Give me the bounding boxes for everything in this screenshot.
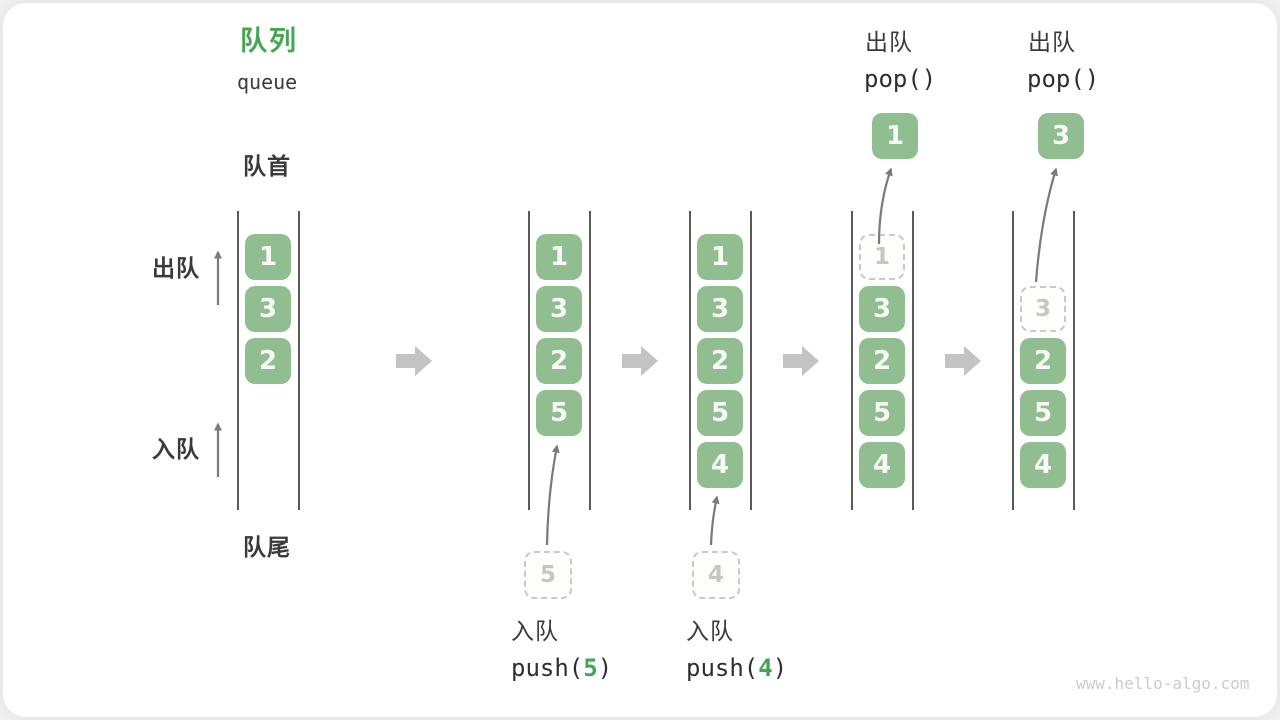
page-title: 队列 bbox=[240, 26, 298, 56]
popped-box: 1 bbox=[872, 113, 918, 159]
queue-box: 2 bbox=[1020, 338, 1066, 384]
op-enqueue-code: push(4) bbox=[686, 656, 787, 680]
op-dequeue-code: pop() bbox=[1027, 65, 1100, 93]
queue-box: 1 bbox=[536, 234, 582, 280]
queue-rail-line bbox=[589, 211, 591, 510]
queue-box: 4 bbox=[697, 442, 743, 488]
queue-rail-line bbox=[689, 211, 691, 510]
queue-box: 4 bbox=[859, 442, 905, 488]
queue-box: 5 bbox=[536, 390, 582, 436]
code-fn: push( bbox=[686, 654, 759, 682]
code-close: ) bbox=[772, 654, 788, 682]
queue-box: 4 bbox=[1020, 442, 1066, 488]
op-enqueue-code: push(5) bbox=[511, 656, 612, 680]
popped-box: 3 bbox=[1038, 113, 1084, 159]
op-dequeue-code: pop() bbox=[864, 65, 937, 93]
code-arg: 4 bbox=[758, 654, 773, 682]
op-enqueue-label: 入队 bbox=[511, 618, 559, 644]
queue-box: 3 bbox=[697, 286, 743, 332]
queue-box: 2 bbox=[697, 338, 743, 384]
queue-box: 2 bbox=[245, 338, 291, 384]
code-arg: 5 bbox=[583, 654, 598, 682]
queue-box: 3 bbox=[859, 286, 905, 332]
queue-box: 3 bbox=[536, 286, 582, 332]
queue-rail-line bbox=[1012, 211, 1014, 510]
label-queue-rear: 队尾 bbox=[243, 534, 291, 560]
label-queue-front: 队首 bbox=[243, 153, 291, 179]
queue-rail-line bbox=[851, 211, 853, 510]
queue-box: 2 bbox=[859, 338, 905, 384]
block-arrow-icon bbox=[945, 346, 981, 376]
block-arrow-icon bbox=[622, 346, 658, 376]
page-subtitle: queue bbox=[237, 70, 298, 94]
op-dequeue-label: 出队 bbox=[865, 29, 913, 55]
block-arrow-icon bbox=[783, 346, 819, 376]
watermark: www.hello-algo.com bbox=[1076, 674, 1250, 693]
queue-box-ghost: 3 bbox=[1020, 286, 1066, 332]
curve-arrow-icon bbox=[709, 495, 720, 546]
curve-arrow-icon bbox=[545, 444, 560, 546]
code-fn: push( bbox=[511, 654, 584, 682]
queue-box: 2 bbox=[536, 338, 582, 384]
queue-rail-line bbox=[1073, 211, 1075, 510]
curve-arrow-icon bbox=[877, 167, 893, 245]
queue-rail-line bbox=[237, 211, 239, 510]
queue-box: 5 bbox=[1020, 390, 1066, 436]
op-dequeue-label: 出队 bbox=[1028, 29, 1076, 55]
queue-box: 3 bbox=[245, 286, 291, 332]
block-arrow-icon bbox=[396, 346, 432, 376]
queue-rail-line bbox=[750, 211, 752, 510]
staging-box: 5 bbox=[524, 551, 572, 599]
queue-box: 1 bbox=[697, 234, 743, 280]
staging-box: 4 bbox=[692, 551, 740, 599]
queue-box: 5 bbox=[697, 390, 743, 436]
queue-rail-line bbox=[298, 211, 300, 510]
queue-rail-line bbox=[912, 211, 914, 510]
queue-box-ghost: 1 bbox=[859, 234, 905, 280]
curve-arrow-icon bbox=[1034, 167, 1058, 283]
code-close: ) bbox=[597, 654, 613, 682]
label-dequeue-direction: 出队 bbox=[152, 255, 200, 281]
queue-rail-line bbox=[528, 211, 530, 510]
queue-box: 1 bbox=[245, 234, 291, 280]
label-enqueue-direction: 入队 bbox=[152, 436, 200, 462]
op-enqueue-label: 入队 bbox=[686, 618, 734, 644]
queue-box: 5 bbox=[859, 390, 905, 436]
